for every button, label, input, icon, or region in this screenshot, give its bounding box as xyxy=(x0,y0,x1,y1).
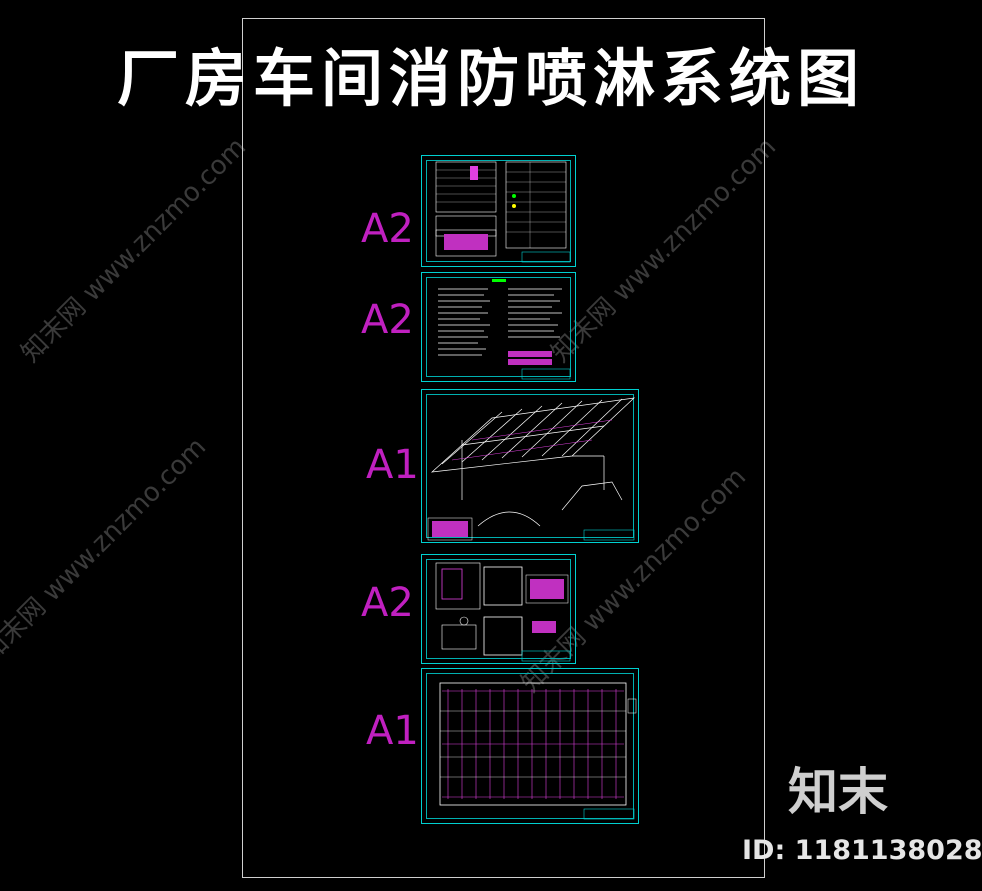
brand-logo: 知末 xyxy=(788,763,888,821)
sheet-size-label: A2 xyxy=(361,580,414,626)
sheet-3-content xyxy=(427,397,636,541)
drawing-sheet-3[interactable] xyxy=(421,389,639,543)
sheet-size-label: A1 xyxy=(366,708,419,754)
resource-id: ID: 1181138028 xyxy=(742,835,982,866)
drawing-frame xyxy=(242,18,765,878)
drawing-sheet-5[interactable] xyxy=(421,668,639,824)
sheet-size-label: A1 xyxy=(366,442,419,488)
sheet-2-content xyxy=(438,279,571,380)
drawing-sheet-4[interactable] xyxy=(421,554,576,664)
sheet-size-label: A2 xyxy=(361,297,414,343)
watermark: 知末网 www.znzmo.com xyxy=(0,432,213,669)
drawing-sheet-2[interactable] xyxy=(421,272,576,382)
watermark: 知末网 www.znzmo.com xyxy=(15,132,253,369)
sheet-4-content xyxy=(435,562,571,662)
page-title: 厂房车间消防喷淋系统图 xyxy=(116,42,865,115)
sheet-5-content xyxy=(439,682,637,820)
drawing-sheet-1[interactable] xyxy=(421,155,576,267)
sheet-1-content xyxy=(435,161,571,263)
sheet-size-label: A2 xyxy=(361,206,414,252)
